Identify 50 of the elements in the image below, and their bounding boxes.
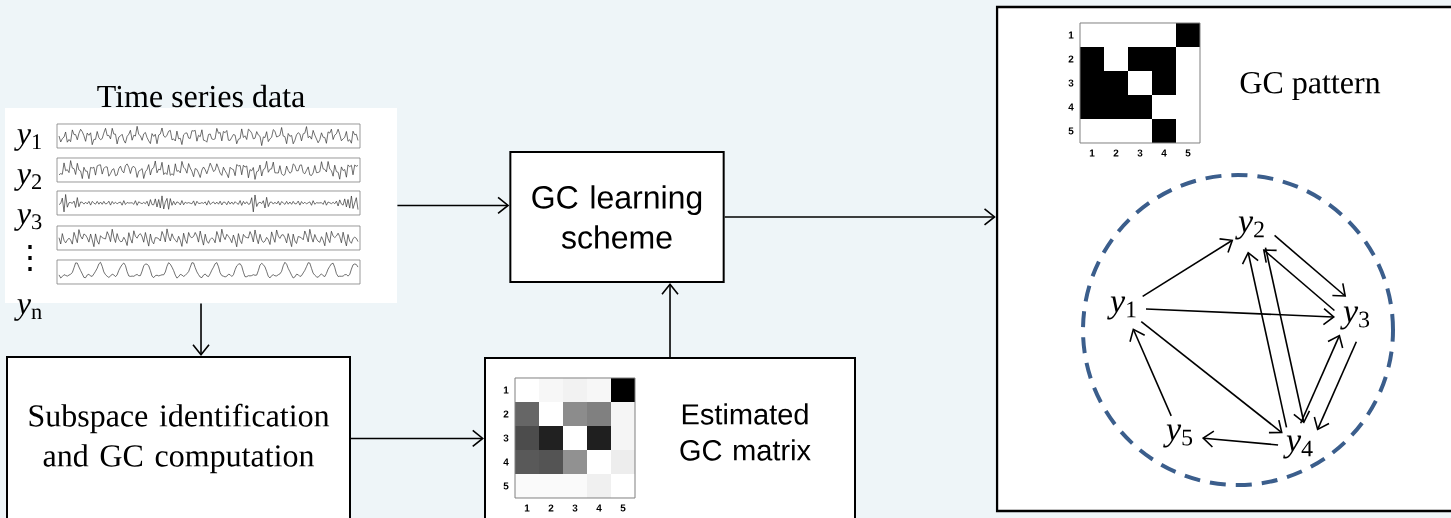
process-box: GC learning scheme <box>509 151 725 283</box>
tick-label: 5 <box>1068 127 1074 135</box>
arrow <box>1299 334 1344 425</box>
process-box: Subspace identification and GC computation <box>6 356 351 518</box>
tick-label: 2 <box>1068 55 1074 63</box>
tick-label: 1 <box>503 386 509 394</box>
tick-label: 4 <box>503 458 509 466</box>
arrow <box>1241 251 1288 429</box>
variable-label: y$_{3}$ <box>1340 306 1370 330</box>
variable-label: y$_{5}$ <box>1163 424 1193 448</box>
tick-label: 1 <box>1068 31 1074 39</box>
series-label: ⋮ <box>28 245 32 271</box>
arrow <box>1140 320 1283 434</box>
variable-label: y$_{2}$ <box>1235 216 1264 240</box>
arrow <box>1201 430 1279 448</box>
tick-label: 5 <box>503 482 509 490</box>
tick-label: 1 <box>524 504 530 512</box>
tick-label: 3 <box>503 434 509 442</box>
tick-label: 2 <box>503 410 509 418</box>
arrow <box>350 429 484 448</box>
arrow <box>192 302 210 356</box>
arrow <box>1129 328 1172 417</box>
tick-label: 4 <box>1161 149 1167 157</box>
dashed-circle <box>1081 173 1395 487</box>
arrow <box>1145 307 1335 326</box>
series-label: y$_{2}$ <box>14 169 41 191</box>
tick-label: 4 <box>596 504 602 512</box>
variable-label: y$_{4}$ <box>1283 435 1313 459</box>
arrow <box>1273 234 1347 297</box>
series-label: y$_{n}$ <box>14 299 42 321</box>
tick-label: 4 <box>1068 103 1074 111</box>
arrow <box>661 283 679 358</box>
arrow <box>1264 246 1311 424</box>
tick-label: 3 <box>1137 149 1143 157</box>
tick-label: 3 <box>1068 79 1074 87</box>
panel-title: Time series data <box>97 84 305 108</box>
arrow <box>1313 340 1358 431</box>
arrow <box>1141 238 1234 298</box>
series-label: y$_{1}$ <box>14 129 41 151</box>
arrow <box>1262 249 1336 312</box>
variable-label: y$_{1}$ <box>1107 296 1136 320</box>
arrow <box>723 208 996 226</box>
tick-label: 2 <box>548 504 554 512</box>
tick-label: 5 <box>620 504 626 512</box>
tick-label: 5 <box>1185 149 1191 157</box>
arrow <box>396 196 510 215</box>
tick-label: 1 <box>1089 149 1095 157</box>
tick-label: 2 <box>1113 149 1119 157</box>
series-label: y$_{3}$ <box>14 209 42 231</box>
tick-label: 3 <box>572 504 578 512</box>
